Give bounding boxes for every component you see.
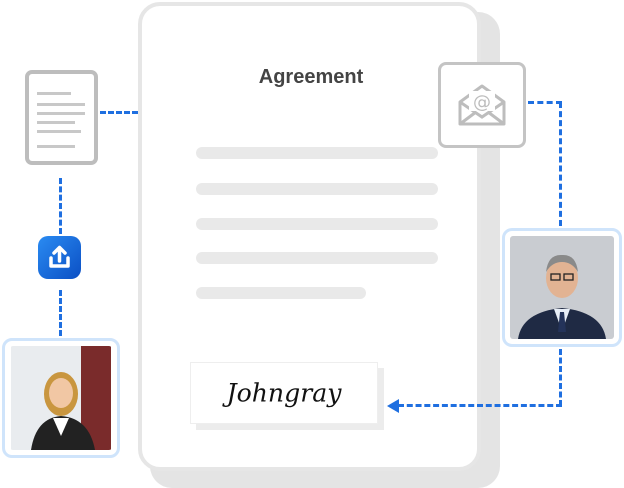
text-line-placeholder bbox=[196, 183, 438, 195]
connector-line bbox=[528, 101, 562, 104]
text-line-placeholder bbox=[196, 287, 366, 299]
signer-photo-frame bbox=[2, 338, 120, 458]
connector-line bbox=[559, 349, 562, 406]
text-line-placeholder bbox=[196, 252, 438, 264]
connector-line bbox=[559, 102, 562, 226]
email-icon: @ bbox=[438, 62, 526, 148]
recipient-photo-frame bbox=[502, 228, 622, 347]
connector-line bbox=[398, 404, 562, 407]
signer-woman-photo bbox=[10, 346, 112, 450]
svg-text:@: @ bbox=[473, 92, 491, 113]
svg-text:Johngray: Johngray bbox=[222, 379, 343, 408]
signature-image: Johngray bbox=[222, 379, 343, 408]
document-title: Agreement bbox=[258, 66, 364, 88]
signature-box[interactable]: Johngray bbox=[190, 362, 378, 424]
text-line-placeholder bbox=[196, 218, 438, 230]
document-icon bbox=[25, 70, 98, 165]
upload-button[interactable] bbox=[38, 236, 81, 279]
connector-line bbox=[59, 290, 62, 336]
connector-line bbox=[59, 178, 62, 234]
connector-line bbox=[100, 111, 138, 114]
text-line-placeholder bbox=[196, 147, 438, 159]
recipient-man-photo bbox=[510, 236, 614, 339]
upload-icon bbox=[49, 245, 70, 268]
arrow-left-icon bbox=[387, 399, 399, 413]
